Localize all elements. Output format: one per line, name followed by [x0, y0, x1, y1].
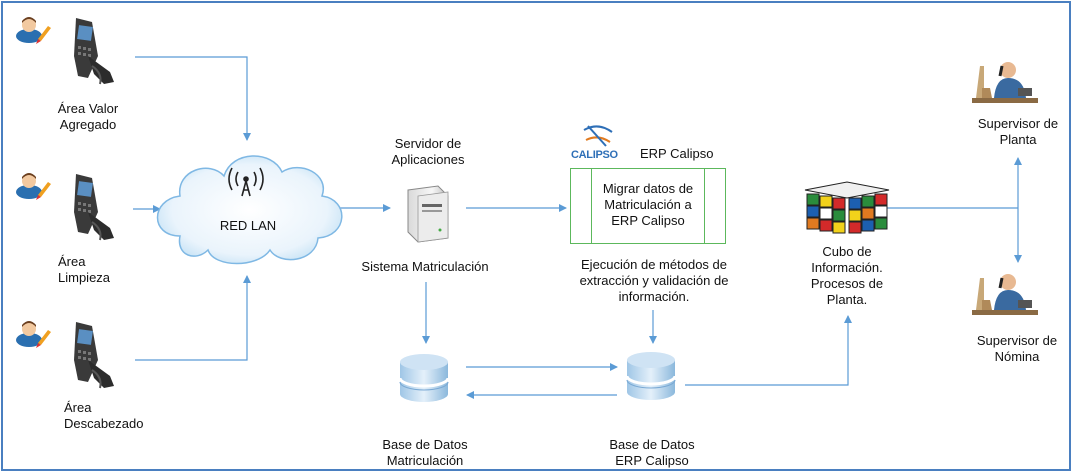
cloud-icon [156, 155, 343, 265]
area-limpieza-line-1: Área [58, 254, 86, 269]
cube-line-3: Procesos de [810, 276, 884, 291]
supervisor-planta-icon [970, 60, 1040, 105]
erp-box-line-3: ERP Calipso [611, 213, 685, 228]
arrow-valor-to-lan [135, 56, 251, 141]
supervisor-planta-line-1: Supervisor de [977, 116, 1059, 131]
erp-process-text: Migrar datos de Matriculación a ERP Cali… [571, 181, 725, 229]
cube-line-1: Cubo de [822, 244, 872, 259]
database-matriculacion-icon [398, 352, 450, 404]
area-valor-line-1: Área Valor [57, 101, 119, 116]
network-label: RED LAN [219, 218, 277, 233]
area-descabezado-label: Área Descabezado [64, 400, 144, 432]
supervisor-nomina-label: Supervisor de Nómina [977, 333, 1057, 365]
area-descabezado-line-2: Descabezado [64, 416, 144, 431]
cube-line-2: Información. [811, 260, 883, 275]
server-title-line-2: Aplicaciones [391, 152, 465, 167]
erp-note: Ejecución de métodos de extracción y val… [580, 257, 729, 305]
erp-box-line-1: Migrar datos de [602, 181, 694, 196]
database-erp-label: Base de Datos ERP Calipso [609, 437, 694, 469]
calipso-logo-text: CALIPSO [571, 149, 618, 161]
supervisor-planta-line-2: Planta [999, 132, 1037, 147]
server-icon [407, 185, 449, 243]
supervisor-nomina-line-1: Supervisor de [976, 333, 1058, 348]
database-matriculacion-label: Base de Datos Matriculación [382, 437, 467, 469]
erp-box-line-2: Matriculación a [604, 197, 692, 212]
db-erp-line-1: Base de Datos [609, 437, 695, 452]
area-limpieza-line-2: Limpieza [58, 270, 111, 285]
arrow-erpdb-to-cube [685, 315, 852, 386]
supervisor-planta-label: Supervisor de Planta [978, 116, 1058, 148]
server-title: Servidor de Aplicaciones [392, 136, 465, 168]
area-valor-icon-group [16, 17, 115, 85]
cube-line-4: Planta. [826, 292, 868, 307]
area-limpieza-icon-group [16, 173, 115, 241]
db-matriculacion-line-2: Matriculación [386, 453, 464, 468]
system-label: Sistema Matriculación [361, 259, 489, 274]
supervisor-nomina-line-2: Nómina [994, 349, 1040, 364]
calipso-logo [583, 125, 613, 147]
erp-process-box: Migrar datos de Matriculación a ERP Cali… [570, 168, 726, 244]
erp-title: ERP Calipso [640, 146, 714, 161]
db-matriculacion-line-1: Base de Datos [382, 437, 468, 452]
area-descabezado-line-1: Área [64, 400, 92, 415]
antenna-icon [228, 167, 264, 197]
area-descabezado-icon-group [16, 321, 115, 389]
cube-label: Cubo de Información. Procesos de Planta. [811, 244, 883, 308]
erp-note-line-3: información. [618, 289, 690, 304]
connector-lines [133, 56, 1022, 399]
erp-note-line-2: extracción y validación de [579, 273, 729, 288]
db-erp-line-2: ERP Calipso [615, 453, 689, 468]
server-title-line-1: Servidor de [394, 136, 462, 151]
cube-icon [804, 181, 890, 234]
arrow-descabezado-to-lan [135, 275, 251, 361]
area-valor-line-2: Agregado [59, 117, 117, 132]
database-erp-icon [625, 350, 677, 402]
area-valor-label: Área Valor Agregado [58, 101, 118, 133]
erp-note-line-1: Ejecución de métodos de [581, 257, 727, 272]
erp-process-inner [591, 169, 705, 243]
area-limpieza-label: Área Limpieza [58, 254, 110, 286]
supervisor-nomina-icon [970, 272, 1040, 317]
